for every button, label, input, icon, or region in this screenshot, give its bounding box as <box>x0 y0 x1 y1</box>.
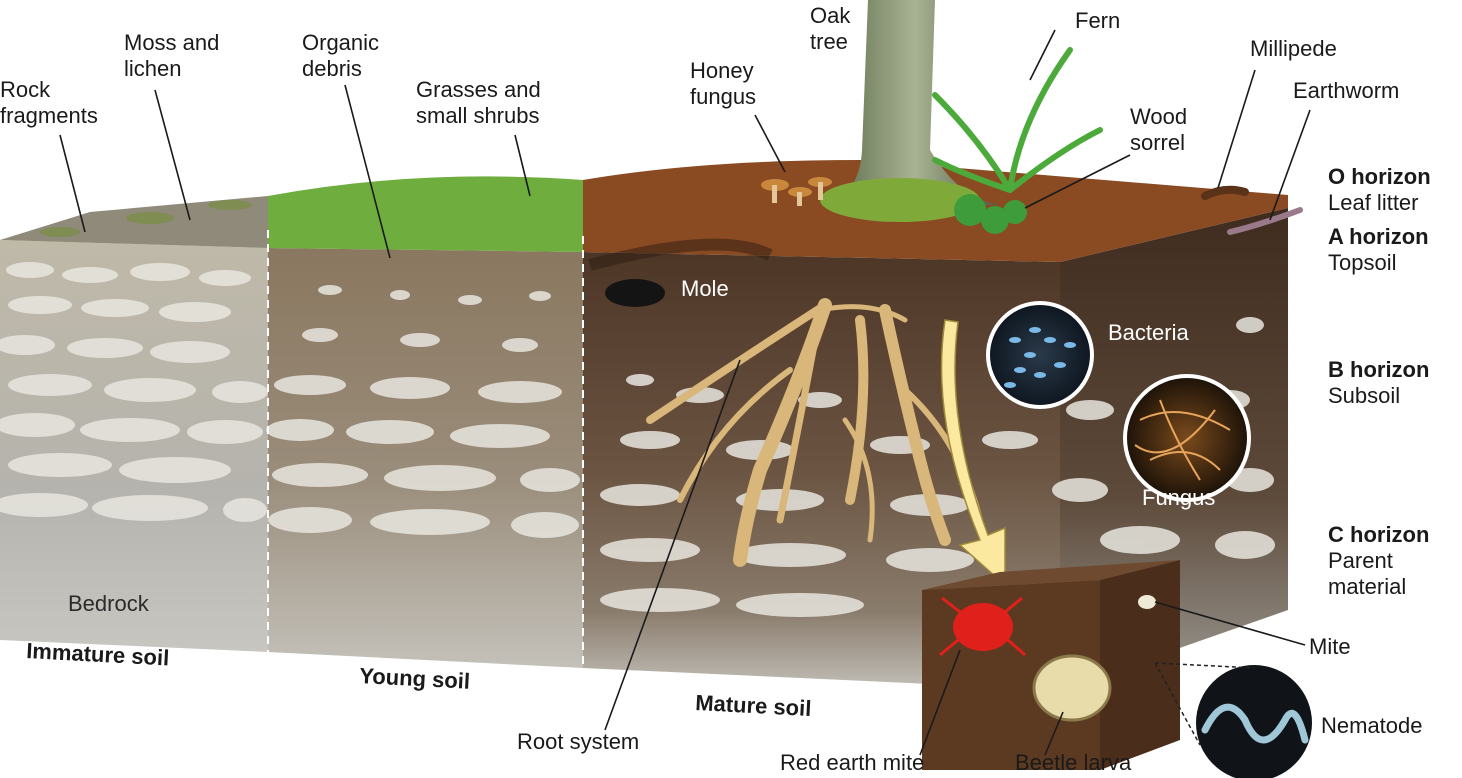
label-grasses: Grasses and small shrubs <box>416 77 541 128</box>
label-fern: Fern <box>1075 8 1121 33</box>
horizon-b-title: B horizon <box>1328 357 1430 382</box>
label-bedrock: Bedrock <box>68 591 149 616</box>
horizon-o: O horizon Leaf litter <box>1328 164 1431 216</box>
mole <box>605 279 665 307</box>
nematode <box>1201 703 1309 744</box>
horizon-o-subtitle: Leaf litter <box>1328 190 1419 215</box>
label-nematode: Nematode <box>1321 713 1423 738</box>
honey-fungus <box>761 177 832 206</box>
fungus-inset <box>1123 374 1251 502</box>
label-bacteria: Bacteria <box>1108 320 1189 345</box>
horizon-a-subtitle: Topsoil <box>1328 250 1397 275</box>
label-beetle-larva: Beetle larva <box>1015 750 1132 775</box>
inset-cube-top <box>922 560 1180 590</box>
horizon-c: C horizon Parent material <box>1328 522 1429 600</box>
nematode-callout-lines <box>1154 662 1256 746</box>
horizon-c-subtitle: Parent material <box>1328 548 1407 599</box>
root-system <box>646 298 983 567</box>
leader-lines <box>59 29 1311 756</box>
mature-soil-block <box>583 252 1060 690</box>
label-honey-fungus: Honey fungus <box>690 58 757 109</box>
label-fungus: Fungus <box>1142 485 1216 510</box>
oak-tree-trunk <box>830 0 1000 205</box>
horizon-c-title: C horizon <box>1328 522 1430 547</box>
horizon-a: A horizon Topsoil <box>1328 224 1429 276</box>
label-wood-sorrel: Wood sorrel <box>1130 104 1188 155</box>
inset-cube-side <box>1100 560 1180 770</box>
label-millipede: Millipede <box>1250 36 1337 61</box>
bacteria-cells <box>1004 327 1076 388</box>
label-earthworm: Earthworm <box>1293 78 1400 103</box>
moss-patches <box>40 200 252 237</box>
wood-sorrel <box>954 194 1027 234</box>
red-earth-mite <box>939 596 1026 657</box>
horizon-b: B horizon Subsoil <box>1328 357 1429 409</box>
label-organic-debris: Organic debris <box>302 30 380 81</box>
label-red-earth-mite: Red earth mite <box>780 750 925 775</box>
bacteria-inset <box>986 301 1094 409</box>
young-soil-block <box>268 248 583 668</box>
nematode-inset <box>1196 665 1312 778</box>
horizon-o-title: O horizon <box>1328 164 1431 189</box>
fungus-hyphae <box>1134 399 1231 481</box>
earthworm <box>1227 207 1303 235</box>
fern <box>932 47 1103 193</box>
label-root-system: Root system <box>517 729 640 754</box>
beetle-larva <box>1032 654 1112 722</box>
mole-burrow <box>588 238 773 271</box>
grass-surface <box>268 176 583 252</box>
moss-at-trunk <box>820 178 980 222</box>
horizon-a-title: A horizon <box>1328 224 1429 249</box>
label-mite: Mite <box>1309 634 1351 659</box>
mite-small <box>1138 595 1156 609</box>
horizon-b-subtitle: Subsoil <box>1328 383 1401 408</box>
label-mole: Mole <box>681 276 729 301</box>
label-moss-lichen: Moss and lichen <box>124 30 220 81</box>
label-rock-fragments: Rock fragments <box>0 77 98 128</box>
millipede <box>1201 185 1249 200</box>
label-oak-tree: Oak tree <box>810 3 851 54</box>
